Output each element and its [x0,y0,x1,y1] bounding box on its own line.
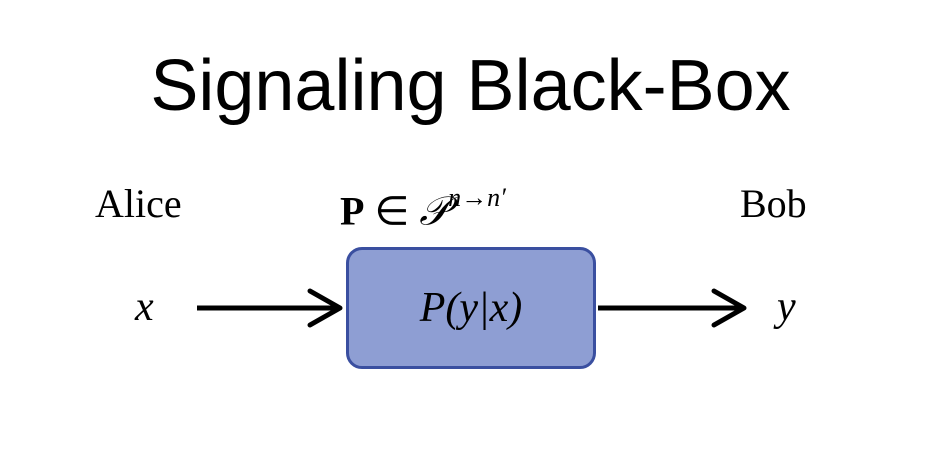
black-box: P(y|x) [346,247,596,369]
probability-set-label: P ∈ 𝒫n→n′ [340,176,506,237]
input-variable-x: x [135,284,154,330]
input-arrow-head [307,288,343,328]
set-superscript: n→n′ [448,183,506,212]
output-variable-y: y [777,284,796,330]
element-of-symbol: ∈ [364,188,420,234]
output-arrow-head [711,288,747,328]
input-arrow [197,288,343,328]
bold-p-symbol: P [340,188,365,234]
alice-label: Alice [95,181,182,226]
conditional-probability-formula: P(y|x) [419,285,523,331]
bob-label: Bob [740,181,807,226]
output-arrow [598,288,747,328]
slide-title: Signaling Black-Box [150,46,791,126]
script-p-symbol: 𝒫 [419,188,449,234]
